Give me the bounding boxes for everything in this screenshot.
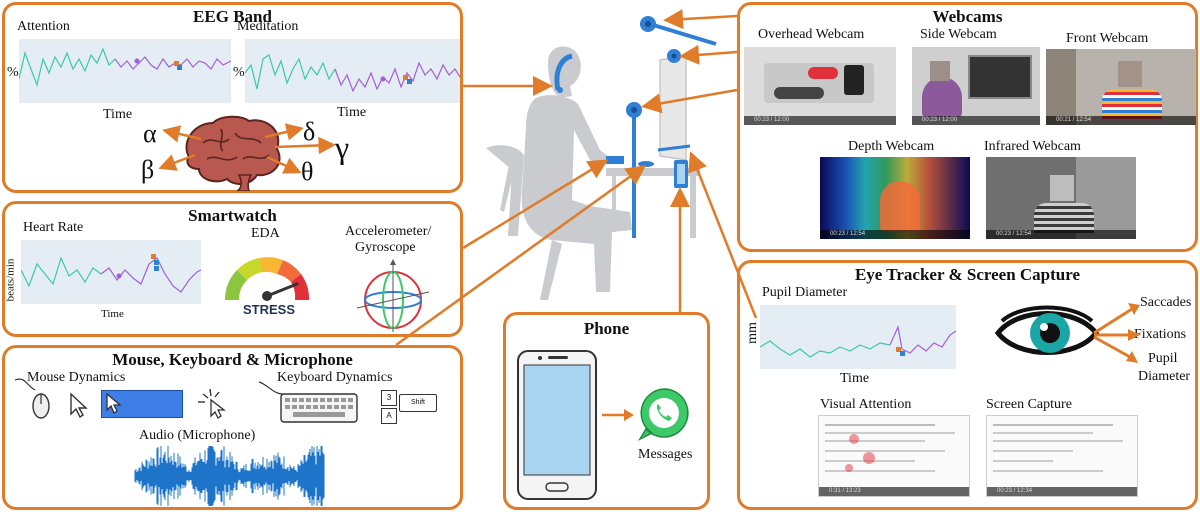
overhead-timestamp: 00:23 / 12:00 [754, 117, 790, 123]
infrared-webcam-video[interactable]: 00:23 / 12:54 [986, 157, 1136, 239]
theta-symbol: θ [301, 157, 314, 186]
fixations-label: Fixations [1134, 327, 1187, 342]
brain-icon [185, 115, 281, 191]
selection-cursor-icon [106, 392, 122, 414]
front-webcam-label: Front Webcam [1066, 31, 1149, 46]
meditation-signal [245, 54, 460, 93]
eda-label: EDA [251, 226, 280, 241]
tripod-webcam-device [626, 102, 642, 238]
webcams-title: Webcams [932, 7, 1003, 26]
mouse-keyboard-mic-panel: Mouse, Keyboard & Microphone Mouse Dynam… [2, 345, 463, 510]
click-cursor-icon [198, 388, 226, 419]
infrared-webcam-label: Infrared Webcam [984, 139, 1081, 154]
keyboard-icon [258, 381, 358, 423]
phone-to-messages-arrow [602, 409, 634, 421]
side-webcam-video[interactable]: 00:23 / 12:00 [912, 47, 1040, 125]
phone-panel: Phone Messages [503, 312, 710, 510]
eeg-headset-device [554, 53, 573, 93]
beta-symbol: β [141, 155, 155, 184]
monitor-icon [657, 55, 691, 161]
delta-symbol: δ [303, 117, 316, 146]
key-a: A [381, 408, 397, 424]
shift-key: Shift [399, 394, 437, 412]
meditation-x-label: Time [337, 105, 367, 120]
eye-output-arrows [1093, 303, 1140, 363]
attention-label: Attention [17, 19, 70, 34]
key-3: 3 [381, 390, 397, 406]
overhead-webcam-label: Overhead Webcam [758, 27, 865, 42]
gamma-symbol: γ [335, 129, 350, 165]
attention-x-label: Time [103, 107, 133, 122]
band-arrows [158, 123, 336, 174]
screen-capture-timestamp: 00:23 / 12:34 [997, 488, 1033, 494]
webcams-panel: Webcams Overhead Webcam Side Webcam Fron… [737, 2, 1198, 252]
side-timestamp: 00:23 / 12:00 [922, 117, 958, 123]
side-webcam-label: Side Webcam [920, 27, 997, 42]
eye-tracker-panel: Eye Tracker & Screen Capture Pupil Diame… [737, 260, 1198, 510]
pupil-diameter-output-label-2: Diameter [1138, 369, 1191, 384]
person-silhouette [486, 46, 632, 300]
desk [606, 168, 700, 238]
smartwatch-panel: Smartwatch Heart Rate beats/min Time EDA… [2, 201, 463, 337]
phone-title: Phone [583, 319, 630, 338]
whatsapp-icon [638, 388, 689, 441]
attention-y-unit: % [7, 65, 19, 80]
pupil-diameter-plot [760, 305, 956, 369]
stress-gauge-icon [224, 257, 310, 301]
gyroscope-label: Gyroscope [355, 240, 416, 255]
saccades-label: Saccades [1140, 295, 1192, 310]
monitor-webcam-device [667, 49, 681, 63]
pupil-diameter-signal [760, 324, 956, 358]
cursor-icon [70, 392, 88, 418]
stress-label: STRESS [243, 302, 296, 317]
pupil-diameter-label: Pupil Diameter [762, 285, 848, 300]
eeg-band-title: EEG Band [193, 7, 272, 26]
mouse-icon [14, 378, 50, 419]
gyroscope-icon [356, 259, 430, 332]
visual-attention-label: Visual Attention [820, 397, 912, 412]
depth-timestamp: 00:23 / 12:54 [830, 231, 866, 237]
depth-webcam-label: Depth Webcam [848, 139, 935, 154]
audio-label: Audio (Microphone) [139, 428, 256, 443]
alpha-symbol: α [143, 119, 157, 148]
pupil-y-unit: mm [744, 322, 760, 344]
audio-waveform [134, 446, 325, 506]
smartwatch-title: Smartwatch [188, 206, 277, 225]
keyboard-dynamics-label: Keyboard Dynamics [277, 370, 393, 385]
pupil-diameter-output-label: Pupil [1148, 351, 1178, 366]
overhead-webcam-video[interactable]: 00:23 / 12:00 [744, 47, 896, 125]
visual-attention-timestamp: 0:31 / 13:23 [829, 488, 861, 494]
infrared-timestamp: 00:23 / 12:54 [996, 231, 1032, 237]
heart-rate-x-label: Time [101, 308, 124, 320]
meditation-y-unit: % [233, 65, 245, 80]
depth-webcam-video[interactable]: 00:23 / 12:54 [820, 157, 970, 239]
screen-capture-video[interactable]: 00:23 / 12:34 [986, 415, 1138, 497]
heart-rate-label: Heart Rate [23, 220, 84, 235]
eye-icon [994, 305, 1100, 355]
pupil-x-label: Time [840, 371, 870, 386]
front-timestamp: 00:21 / 12:54 [1056, 117, 1092, 123]
heart-rate-plot [21, 240, 201, 304]
meditation-label: Meditation [237, 19, 299, 34]
mkm-title: Mouse, Keyboard & Microphone [112, 350, 353, 369]
messages-label: Messages [638, 447, 693, 462]
overhead-webcam-device [640, 16, 717, 46]
mouse-dynamics-label: Mouse Dynamics [27, 370, 126, 385]
attention-signal [19, 47, 231, 88]
front-webcam-video[interactable]: 00:21 / 12:54 [1046, 49, 1196, 125]
accelerometer-label: Accelerometer/ [345, 224, 432, 239]
eeg-band-panel: EEG Band Attention Meditation % % Time T… [2, 2, 463, 193]
desk-devices [606, 156, 688, 188]
visual-attention-video[interactable]: 0:31 / 13:23 [818, 415, 970, 497]
smartphone-icon [517, 350, 597, 500]
screen-capture-label: Screen Capture [986, 397, 1072, 412]
heart-rate-y-unit: beats/min [4, 258, 17, 302]
eye-tracker-title: Eye Tracker & Screen Capture [854, 265, 1081, 284]
meditation-plot [245, 39, 460, 103]
attention-plot [19, 39, 231, 103]
heart-rate-signal [21, 254, 201, 293]
